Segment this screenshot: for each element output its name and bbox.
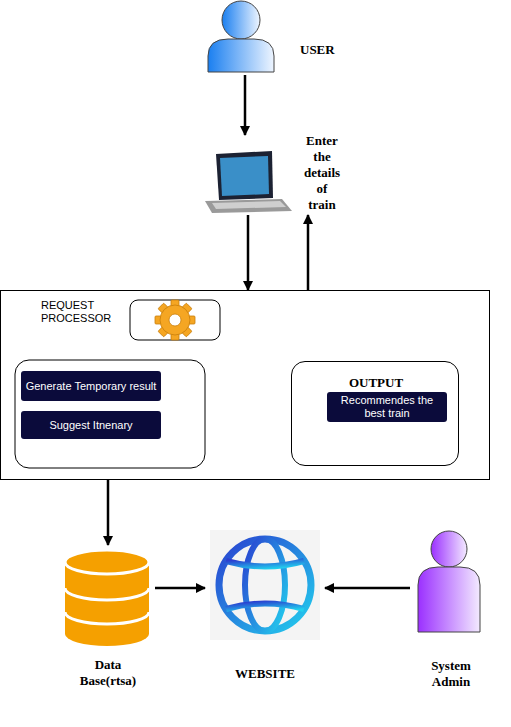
action-box: Suggest Itnenary [21,411,161,439]
flow-arrow [244,75,247,135]
flow-arrow [247,215,250,290]
actor-node: System Admin [410,528,490,693]
globe-icon [210,530,320,640]
node-label: Recommendes the best train [327,394,447,420]
database-icon [65,550,149,646]
flow-arrow [107,480,110,545]
gear-icon [155,300,195,340]
process-box: REQUEST PROCESSOR Generate Temporary resu… [0,290,490,480]
result-box: Recommendes the best train [327,392,447,422]
actor-node: USER [205,0,355,75]
node-label: Enter the details of train [303,133,341,213]
node-label: Generate Temporary result [22,380,161,393]
flow-arrow [155,587,205,590]
flow-arrow [307,215,310,290]
website-node: WEBSITE [205,528,325,688]
database-node: Data Base(rtsa) [60,545,155,695]
laptop-icon [205,151,292,213]
node-label: Data Base(rtsa) [72,657,144,689]
output-box: OUTPUT Recommendes the best train [291,361,459,466]
node-label: USER [300,42,355,58]
group-box [15,360,205,468]
user-icon [208,1,274,72]
admin-icon [418,531,480,632]
terminal-node: Enter the details of train [205,135,350,215]
action-box: Generate Temporary result [21,371,161,401]
node-label: REQUEST PROCESSOR [41,299,136,325]
flow-arrow [325,587,410,590]
node-label: Suggest Itnenary [45,419,136,432]
node-label: System Admin [420,658,482,690]
gear-box [130,300,220,340]
node-label: OUTPUT [292,375,460,391]
node-label: WEBSITE [205,666,325,682]
